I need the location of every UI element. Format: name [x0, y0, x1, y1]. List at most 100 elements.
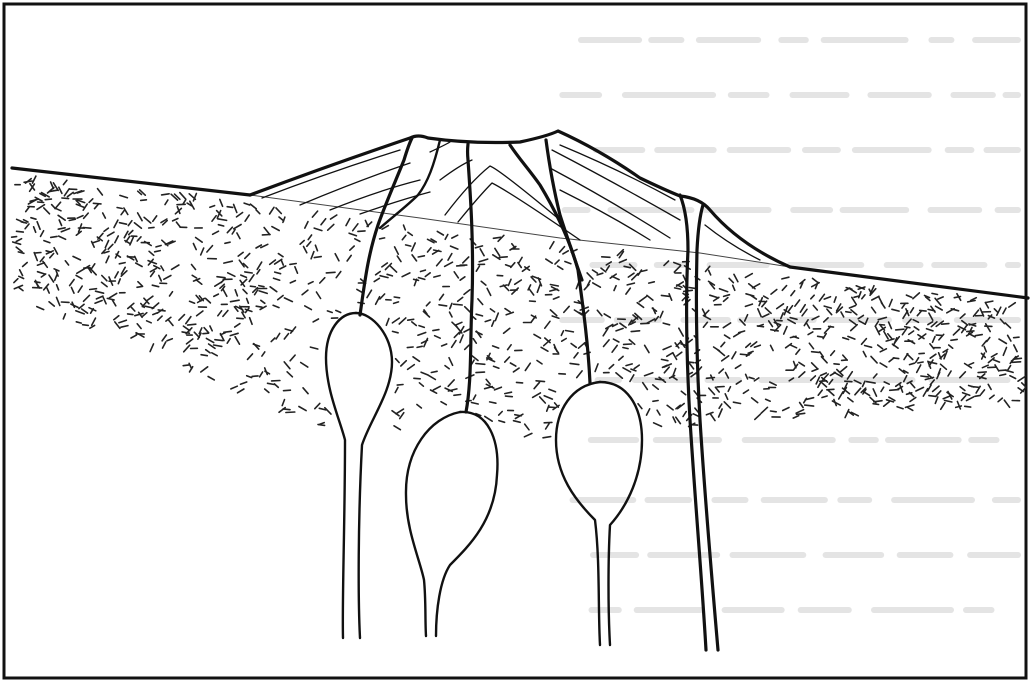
stipple-dash	[21, 222, 26, 223]
stipple-dash	[511, 263, 515, 268]
stipple-dash	[247, 376, 252, 378]
stipple-dash	[791, 291, 795, 296]
stipple-dash	[1007, 366, 1010, 371]
stipple-dash	[486, 379, 490, 384]
stipple-dash	[279, 408, 285, 413]
stipple-dash	[849, 306, 855, 309]
stipple-dash	[276, 333, 280, 339]
stipple-dash	[719, 369, 723, 373]
stipple-dash	[654, 423, 662, 427]
stipple-dash	[120, 195, 128, 197]
stipple-dash	[771, 290, 777, 295]
stipple-dash	[452, 341, 456, 348]
stipple-dash	[936, 391, 941, 396]
stipple-dash	[401, 361, 407, 366]
stipple-dash	[83, 325, 89, 326]
stipple-dash	[824, 306, 831, 308]
stipple-dash	[37, 222, 40, 230]
stipple-dash	[218, 219, 227, 221]
stipple-dash	[108, 244, 113, 249]
stipple-dash	[187, 339, 193, 344]
stipple-dash	[161, 266, 164, 271]
stipple-dash	[1003, 348, 1006, 356]
stipple-dash	[49, 275, 54, 282]
stipple-dash	[95, 204, 99, 209]
ground-surface-right	[790, 267, 1028, 298]
stipple-dash	[948, 371, 951, 376]
stipple-dash	[544, 396, 552, 399]
stipple-dash	[386, 319, 389, 326]
stipple-dash	[64, 189, 69, 196]
stipple-dash	[52, 205, 56, 209]
stipple-dash	[32, 176, 36, 183]
stipple-dash	[478, 299, 483, 305]
stipple-dash	[305, 306, 312, 310]
stipple-dash	[72, 302, 74, 307]
stipple-dash	[129, 231, 133, 235]
stipple-dash	[23, 263, 28, 267]
stipple-dash	[796, 410, 804, 414]
stipple-dash	[707, 378, 715, 379]
stipple-dash	[44, 208, 50, 214]
stipple-dash	[653, 385, 659, 389]
stipple-dash	[76, 311, 84, 314]
stipple-dash	[241, 382, 247, 384]
stipple-dash	[818, 381, 821, 387]
stipple-dash	[508, 279, 511, 285]
stipple-dash	[448, 389, 457, 391]
stipple-dash	[513, 368, 519, 372]
stipple-dash	[851, 310, 857, 315]
stipple-dash	[16, 239, 21, 242]
stipple-dash	[656, 379, 664, 380]
stipple-dash	[131, 307, 135, 311]
stipple-dash	[121, 326, 128, 328]
stipple-dash	[472, 403, 479, 405]
stipple-dash	[104, 251, 109, 253]
stipple-dash	[281, 260, 283, 265]
stipple-dash	[855, 388, 861, 395]
stipple-dash	[210, 326, 212, 331]
stipple-dash	[24, 220, 29, 222]
stipple-dash	[493, 346, 499, 348]
stipple-dash	[204, 328, 209, 333]
stipple-dash	[799, 362, 805, 366]
stipple-dash	[505, 392, 512, 393]
stipple-dash	[638, 404, 642, 409]
stipple-dash	[799, 372, 805, 377]
stipple-dash	[71, 287, 74, 293]
stipple-dash	[450, 303, 452, 308]
stipple-dash	[748, 351, 753, 353]
stipple-dash	[584, 285, 589, 290]
stipple-dash	[975, 335, 982, 336]
stipple-dash	[676, 417, 681, 423]
stipple-dash	[223, 290, 227, 297]
stipple-dash	[829, 326, 834, 327]
stipple-dash	[706, 412, 713, 414]
stipple-dash	[103, 213, 106, 218]
stipple-dash	[215, 340, 223, 341]
stipple-dash	[627, 283, 634, 285]
stipple-dash	[257, 262, 262, 269]
stipple-dash	[256, 210, 260, 214]
cone-strata-lines	[262, 142, 760, 260]
stipple-dash	[495, 387, 502, 390]
stipple-dash	[358, 231, 365, 232]
stipple-dash	[719, 404, 722, 408]
stipple-dash	[242, 312, 245, 318]
stipple-dash	[553, 297, 559, 299]
stipple-dash	[848, 398, 853, 402]
stipple-dash	[63, 180, 67, 184]
stipple-dash	[408, 319, 414, 320]
stipple-dash	[647, 295, 653, 300]
stipple-dash	[613, 339, 619, 342]
stipple-dash	[971, 387, 978, 388]
stipple-dash	[38, 272, 46, 274]
stipple-dash	[119, 263, 125, 264]
stipple-dash	[990, 395, 995, 399]
stipple-dash	[114, 220, 118, 227]
stipple-dash	[273, 305, 279, 307]
stipple-dash	[985, 303, 988, 308]
stipple-dash	[863, 352, 866, 357]
stipple-dash	[218, 225, 223, 226]
stipple-dash	[765, 308, 771, 313]
